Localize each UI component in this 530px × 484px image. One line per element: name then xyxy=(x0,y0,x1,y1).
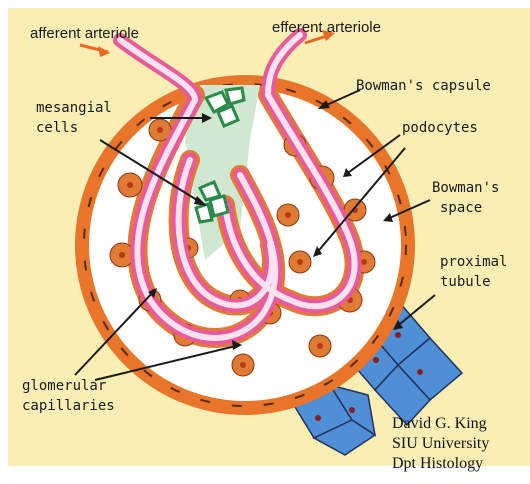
label-proximal-line2: tubule xyxy=(440,274,491,290)
label-mesangial-line1: mesangial xyxy=(36,100,112,116)
label-bowmans-space-line1: Bowman's xyxy=(432,180,499,196)
label-podocytes: podocytes xyxy=(402,120,478,136)
label-glomerular-line2: capillaries xyxy=(22,398,115,414)
label-afferent-arteriole: afferent arteriole xyxy=(30,25,139,42)
credit-line3: Dpt Histology xyxy=(392,455,483,472)
label-bowmans-capsule: Bowman's capsule xyxy=(356,78,491,94)
label-mesangial-line2: cells xyxy=(36,120,78,136)
label-efferent-arteriole: efferent arteriole xyxy=(272,19,381,36)
label-bowmans-space-line2: space xyxy=(440,200,482,216)
label-glomerular-line1: glomerular xyxy=(22,378,106,394)
credit-line1: David G. King xyxy=(392,415,487,432)
credit-line2: SIU University xyxy=(392,435,489,452)
label-proximal-line1: proximal xyxy=(440,254,507,270)
